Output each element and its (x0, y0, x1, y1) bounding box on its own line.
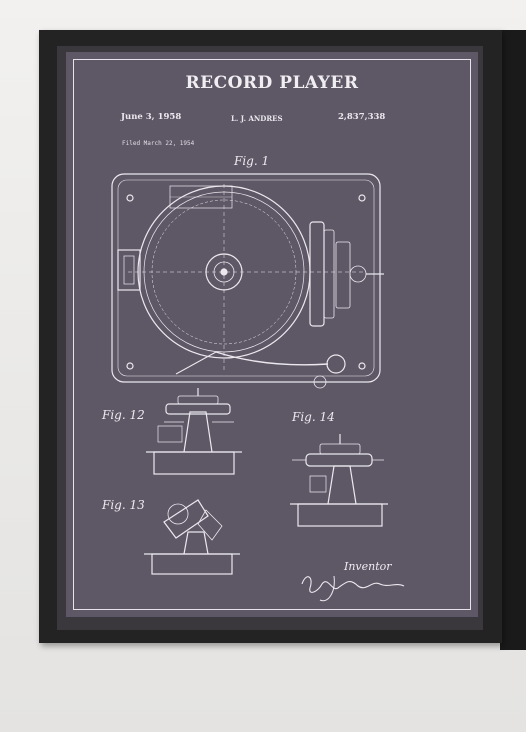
adjacent-frame (500, 30, 526, 650)
signature-icon (301, 576, 405, 593)
fig-14-label: Fig. 14 (292, 410, 335, 424)
inventor-label: Inventor (344, 560, 392, 573)
fig-12-drawing (146, 388, 242, 475)
patent-date: June 3, 1958 (121, 112, 182, 122)
patent-number: 2,837,338 (338, 112, 386, 122)
motor-assembly (309, 221, 325, 327)
left-mount (117, 249, 141, 291)
inventor-name: L. J. ANDRES (231, 114, 283, 123)
turntable-housing (111, 173, 381, 383)
tone-arm (215, 351, 329, 366)
filed-date: Filed March 22, 1954 (122, 140, 195, 147)
fig-1-label: Fig. 1 (234, 154, 270, 168)
patent-line-drawing (111, 173, 405, 602)
fig-13-label: Fig. 13 (102, 498, 145, 512)
poster-border (73, 59, 471, 610)
picture-frame: RECORD PLAYER June 3, 1958 L. J. ANDRES … (39, 30, 502, 643)
fig-12-label: Fig. 12 (102, 408, 145, 422)
patent-poster: RECORD PLAYER June 3, 1958 L. J. ANDRES … (66, 52, 478, 617)
fig-13-drawing (144, 499, 240, 575)
poster-title: RECORD PLAYER (185, 73, 359, 93)
fig-14-drawing (290, 434, 388, 527)
